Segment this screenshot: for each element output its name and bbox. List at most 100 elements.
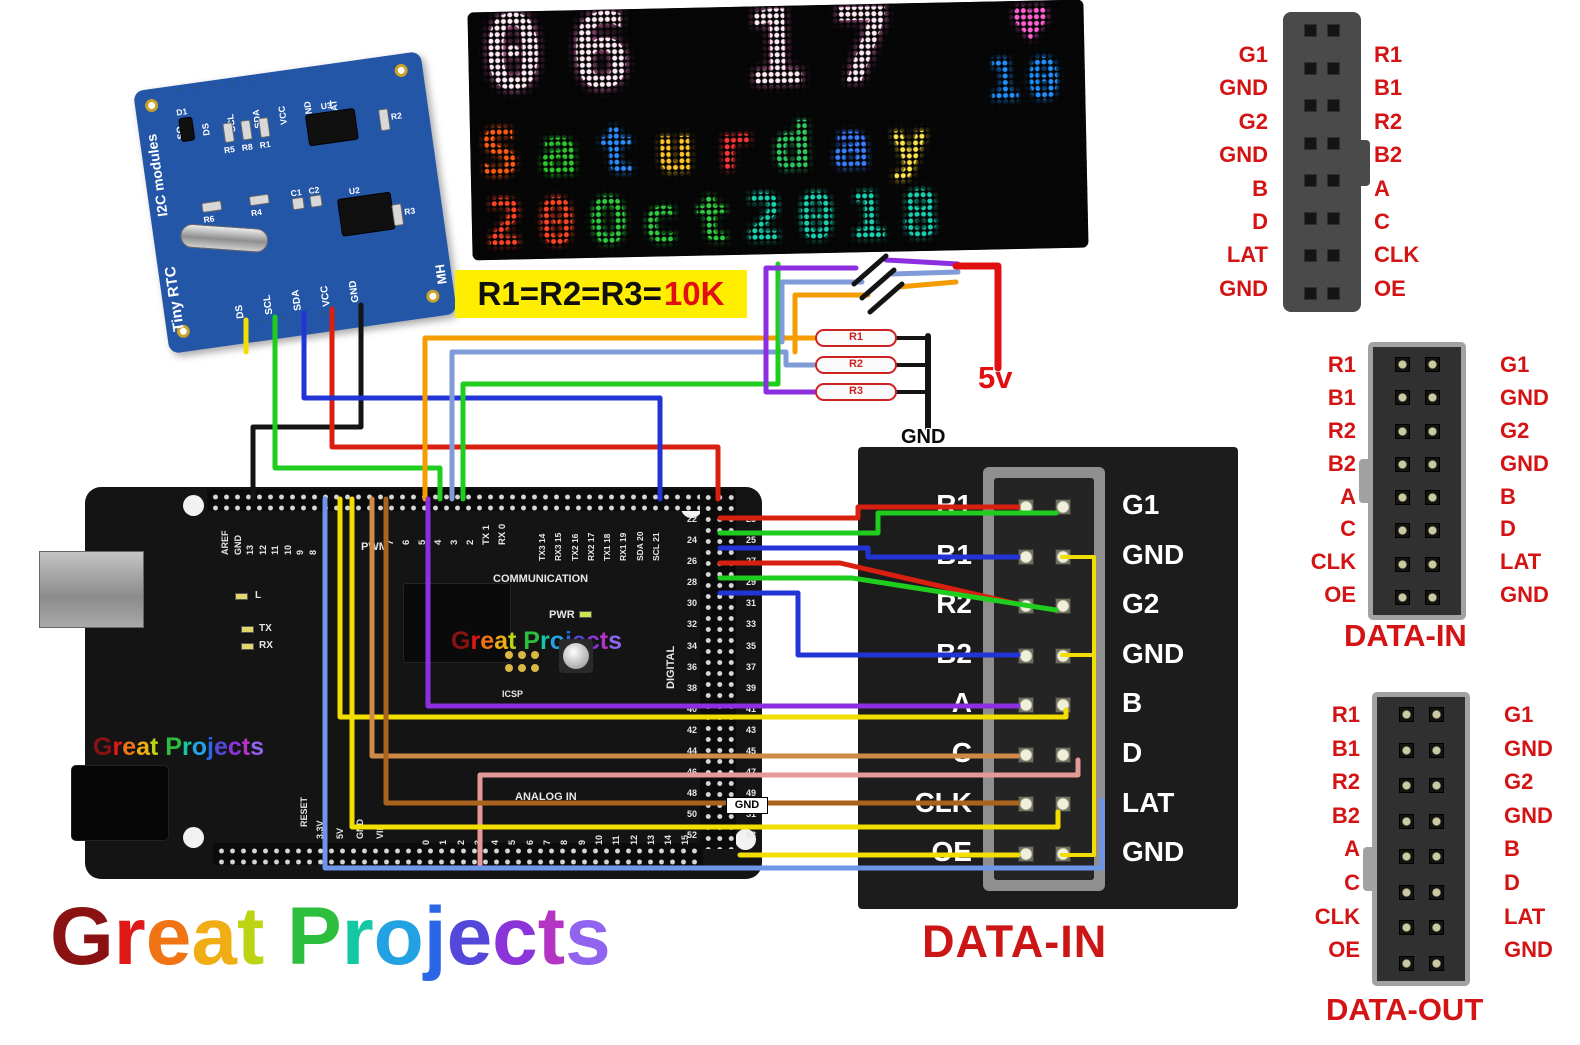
data-in-title: DATA-IN — [1344, 618, 1467, 653]
component-label: R1 — [259, 138, 272, 151]
pin-label: AREF — [220, 530, 230, 556]
pin-label: R2 — [1331, 769, 1360, 795]
resistor-r6 — [201, 200, 223, 213]
resistor-note: R1=R2=R3= 10K — [455, 270, 747, 318]
pin-number: 37 — [745, 661, 756, 672]
pin-label: B1 — [936, 538, 972, 570]
pin — [1017, 548, 1034, 565]
wire-rtc-vcc — [329, 306, 721, 502]
pin — [177, 89, 180, 92]
pin — [242, 322, 245, 325]
pin-number: 45 — [745, 746, 756, 757]
icsp-label: ICSP — [502, 689, 524, 699]
pin — [1428, 778, 1444, 794]
brand-letter: a — [191, 891, 237, 982]
pin-label: LAT — [1504, 903, 1546, 929]
pin-label: G2 — [1504, 769, 1534, 795]
pin — [1398, 707, 1414, 722]
brand-letter: s — [250, 733, 264, 761]
resistor-r4 — [248, 193, 270, 207]
brand-letter: t — [236, 891, 265, 982]
pin-label: R2 — [1327, 417, 1356, 443]
pin-number: 15 — [680, 834, 691, 845]
brand-letter: P — [165, 733, 182, 761]
pin-label: C — [951, 736, 972, 768]
pin-number: 11 — [611, 835, 622, 845]
label-gnd: GND — [901, 426, 946, 448]
pin — [1054, 647, 1071, 664]
pin — [266, 76, 269, 79]
socket-pins — [1007, 499, 1081, 862]
pin — [1394, 490, 1410, 506]
pin-label: GND — [1122, 538, 1185, 570]
pin-header-bottom — [213, 843, 703, 865]
pin — [1327, 211, 1340, 225]
pin-label: 12 — [257, 544, 268, 555]
brand-letter: c — [227, 733, 242, 761]
pin-label: GND — [1500, 450, 1549, 476]
pin-label: B2 — [1327, 450, 1356, 476]
power-jack — [71, 765, 169, 841]
brand-letter: e — [213, 733, 228, 761]
analog-in-label: ANALOG IN — [515, 791, 577, 803]
brand-letter: r — [113, 891, 146, 982]
component-label: D1 — [175, 106, 188, 118]
component-label: R4 — [250, 206, 263, 219]
pin — [1394, 456, 1410, 472]
pin — [1398, 813, 1414, 829]
pin — [1327, 249, 1340, 263]
pin — [194, 86, 198, 89]
brand-letter: r — [341, 891, 374, 982]
pin — [212, 84, 216, 87]
brand-letter: o — [373, 891, 424, 982]
resistor-r2 — [377, 108, 391, 132]
gnd-tag: GND — [726, 797, 768, 814]
pin-label: GND — [232, 535, 243, 555]
pin — [1017, 845, 1034, 862]
rtc-label-i2c: I2C modules — [143, 133, 171, 218]
pin — [1398, 849, 1414, 865]
pin-label: GND — [1122, 637, 1185, 669]
switch-mark — [859, 267, 897, 301]
pin-label: G1 — [1500, 352, 1530, 377]
pin — [1424, 556, 1440, 572]
pin-number: 26 — [686, 556, 697, 567]
connector-key-notch — [1359, 459, 1369, 503]
brand-letter — [264, 890, 287, 984]
pin-label: B2 — [1374, 142, 1403, 168]
digital-label: DIGITAL — [665, 645, 677, 689]
pin-number: 14 — [663, 834, 674, 845]
brand-letter: s — [565, 891, 611, 982]
pin-number: 40 — [686, 703, 697, 714]
pin-number: 36 — [686, 661, 697, 672]
day-letter: a — [538, 114, 599, 191]
date-part: 2018 — [744, 177, 954, 255]
pin — [1398, 884, 1414, 900]
pin-label: B — [1252, 175, 1268, 201]
brand-letter: s — [608, 627, 622, 655]
pin-number: 12 — [628, 834, 639, 845]
wire-r1-pullup — [422, 335, 817, 502]
pin-number: 30 — [686, 598, 697, 609]
pin-label: 6 — [401, 539, 412, 545]
pin-label: RX3 15 — [553, 532, 564, 561]
brand-letter: e — [480, 627, 495, 655]
pin-number: 43 — [745, 724, 756, 735]
pin — [1054, 697, 1071, 714]
pin-label: 5 — [417, 539, 428, 545]
pin-number: 5 — [507, 839, 518, 845]
brand-watermark-left: Great Projects — [93, 733, 264, 762]
brand-letter: e — [122, 733, 137, 761]
led-matrix-display: 06 17 ♥ 10 Saturday 20Oct2018 — [467, 0, 1089, 261]
pin-number: 3 — [472, 839, 483, 845]
wire-purple-switch — [883, 257, 961, 267]
pin — [1304, 174, 1317, 188]
pin-label: 10 — [282, 544, 293, 555]
pin — [1017, 499, 1034, 515]
pin-label: 7 — [385, 539, 396, 545]
pin — [261, 319, 265, 322]
pwr-led — [579, 611, 592, 618]
